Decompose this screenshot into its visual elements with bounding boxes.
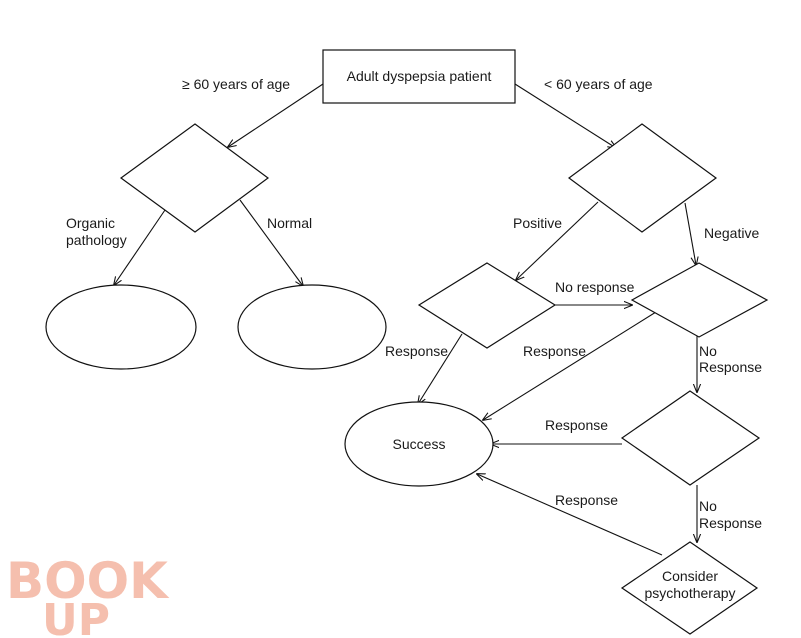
watermark-logo: BOOK UP bbox=[6, 552, 170, 638]
edge-response-left bbox=[418, 333, 463, 404]
label-response-mid: Response bbox=[523, 343, 586, 359]
edge-labels: ≥ 60 years of age < 60 years of age Orga… bbox=[66, 76, 762, 531]
label-organic-line2: pathology bbox=[66, 232, 127, 248]
label-normal: Normal bbox=[267, 215, 312, 231]
diamond-positive bbox=[417, 262, 557, 349]
diamond-d5 bbox=[620, 390, 761, 486]
start-label: Adult dyspepsia patient bbox=[347, 68, 492, 84]
label-no-response-right2-line2: Response bbox=[699, 515, 762, 531]
edge-to-normal bbox=[239, 199, 303, 286]
nodes: Adult dyspepsia patient Success Consider… bbox=[45, 49, 769, 635]
edges bbox=[114, 83, 697, 556]
label-organic-line1: Organic bbox=[66, 215, 115, 231]
label-response-d5: Response bbox=[545, 417, 608, 433]
diamond-consider bbox=[620, 541, 759, 635]
start-box bbox=[322, 49, 516, 104]
label-no-response-right1-line1: No bbox=[699, 343, 717, 359]
label-negative: Negative bbox=[704, 225, 759, 241]
label-no-response-mid: No response bbox=[555, 279, 635, 295]
label-no-response-right1-line2: Response bbox=[699, 359, 762, 375]
label-response-left: Response bbox=[385, 343, 448, 359]
edge-start-to-younger bbox=[514, 83, 616, 148]
edge-start-to-older bbox=[228, 83, 324, 147]
diamond-younger bbox=[567, 123, 718, 233]
label-age-under: < 60 years of age bbox=[544, 76, 653, 92]
consider-label-line2: psychotherapy bbox=[644, 585, 735, 601]
label-age-over: ≥ 60 years of age bbox=[182, 76, 290, 92]
label-no-response-right2-line1: No bbox=[699, 498, 717, 514]
edge-response-mid bbox=[483, 311, 657, 420]
watermark-line2: UP bbox=[42, 595, 110, 638]
diamond-older bbox=[119, 123, 270, 233]
edge-positive bbox=[516, 201, 599, 280]
consider-label-line1: Consider bbox=[662, 568, 718, 584]
edge-to-organic bbox=[114, 209, 166, 285]
edge-response-bottom bbox=[477, 474, 663, 556]
label-positive: Positive bbox=[513, 215, 562, 231]
edge-negative bbox=[684, 202, 696, 265]
ellipse-normal bbox=[237, 284, 387, 370]
ellipse-organic bbox=[45, 284, 197, 370]
label-response-bottom: Response bbox=[555, 492, 618, 508]
ellipse-success bbox=[344, 401, 494, 487]
diamond-negative bbox=[630, 262, 769, 338]
watermark-line1: BOOK bbox=[6, 552, 170, 610]
success-label: Success bbox=[393, 436, 446, 452]
